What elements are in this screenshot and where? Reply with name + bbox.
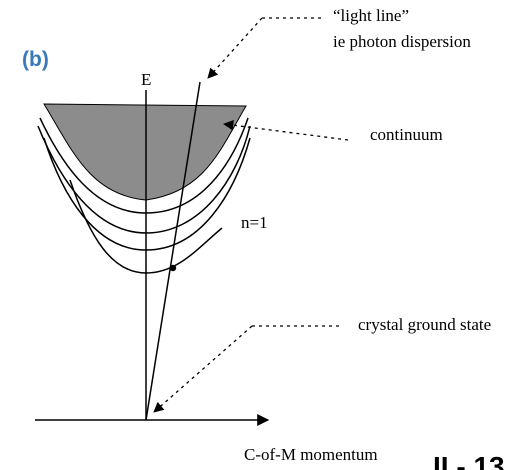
light-line [145, 81, 201, 421]
ground-state-leader-arrow [153, 325, 253, 413]
panel-label: (b) [22, 48, 49, 71]
light-line-leader-arrow [207, 17, 263, 79]
n1-label: n=1 [241, 213, 268, 232]
continuum-label: continuum [370, 125, 443, 144]
light-line-label: “light line” [333, 6, 409, 25]
energy-axis-label: E [141, 70, 151, 89]
continuum-region [43, 103, 247, 201]
photon-dispersion-label: ie photon dispersion [333, 32, 471, 51]
momentum-axis-label: C-of-M momentum [244, 445, 378, 464]
crossing-point [169, 264, 177, 272]
ground-state-label: crystal ground state [358, 315, 491, 334]
page-number: II - 13 [433, 451, 505, 470]
